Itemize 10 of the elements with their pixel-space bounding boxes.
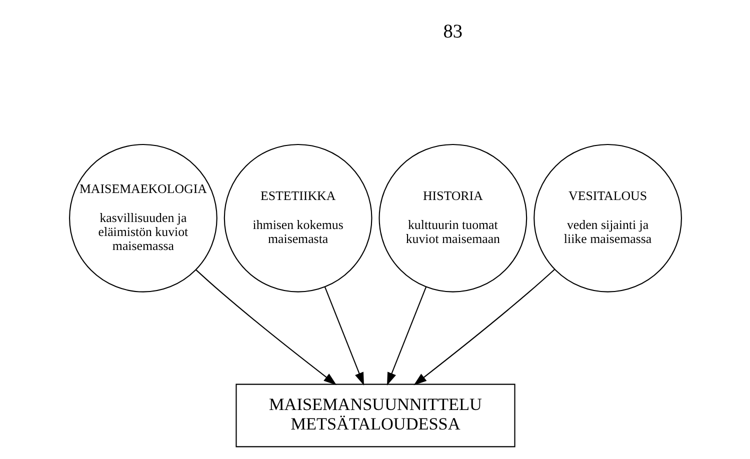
label: 83 [442, 20, 462, 42]
node-circle: VESITALOUS veden sijainti ja liike maisemassa [533, 143, 682, 292]
arrow [195, 268, 336, 385]
node-circle: HISTORIA kulttuurin tuomat kuviot maisemaan [378, 143, 527, 292]
arrow [386, 286, 426, 385]
node-circle: ESTETIIKKA ihmisen kokemus maisemasta [223, 143, 372, 292]
node-circle: MAISEMAEKOLOGIA kasvillisuuden ja eläimistön kuviot maisemassa [68, 143, 217, 292]
arrow [413, 268, 554, 385]
arrow [324, 286, 364, 385]
node-box: MAISEMANSUUNNITTELU METSÄTALOUDESSA [235, 383, 515, 447]
